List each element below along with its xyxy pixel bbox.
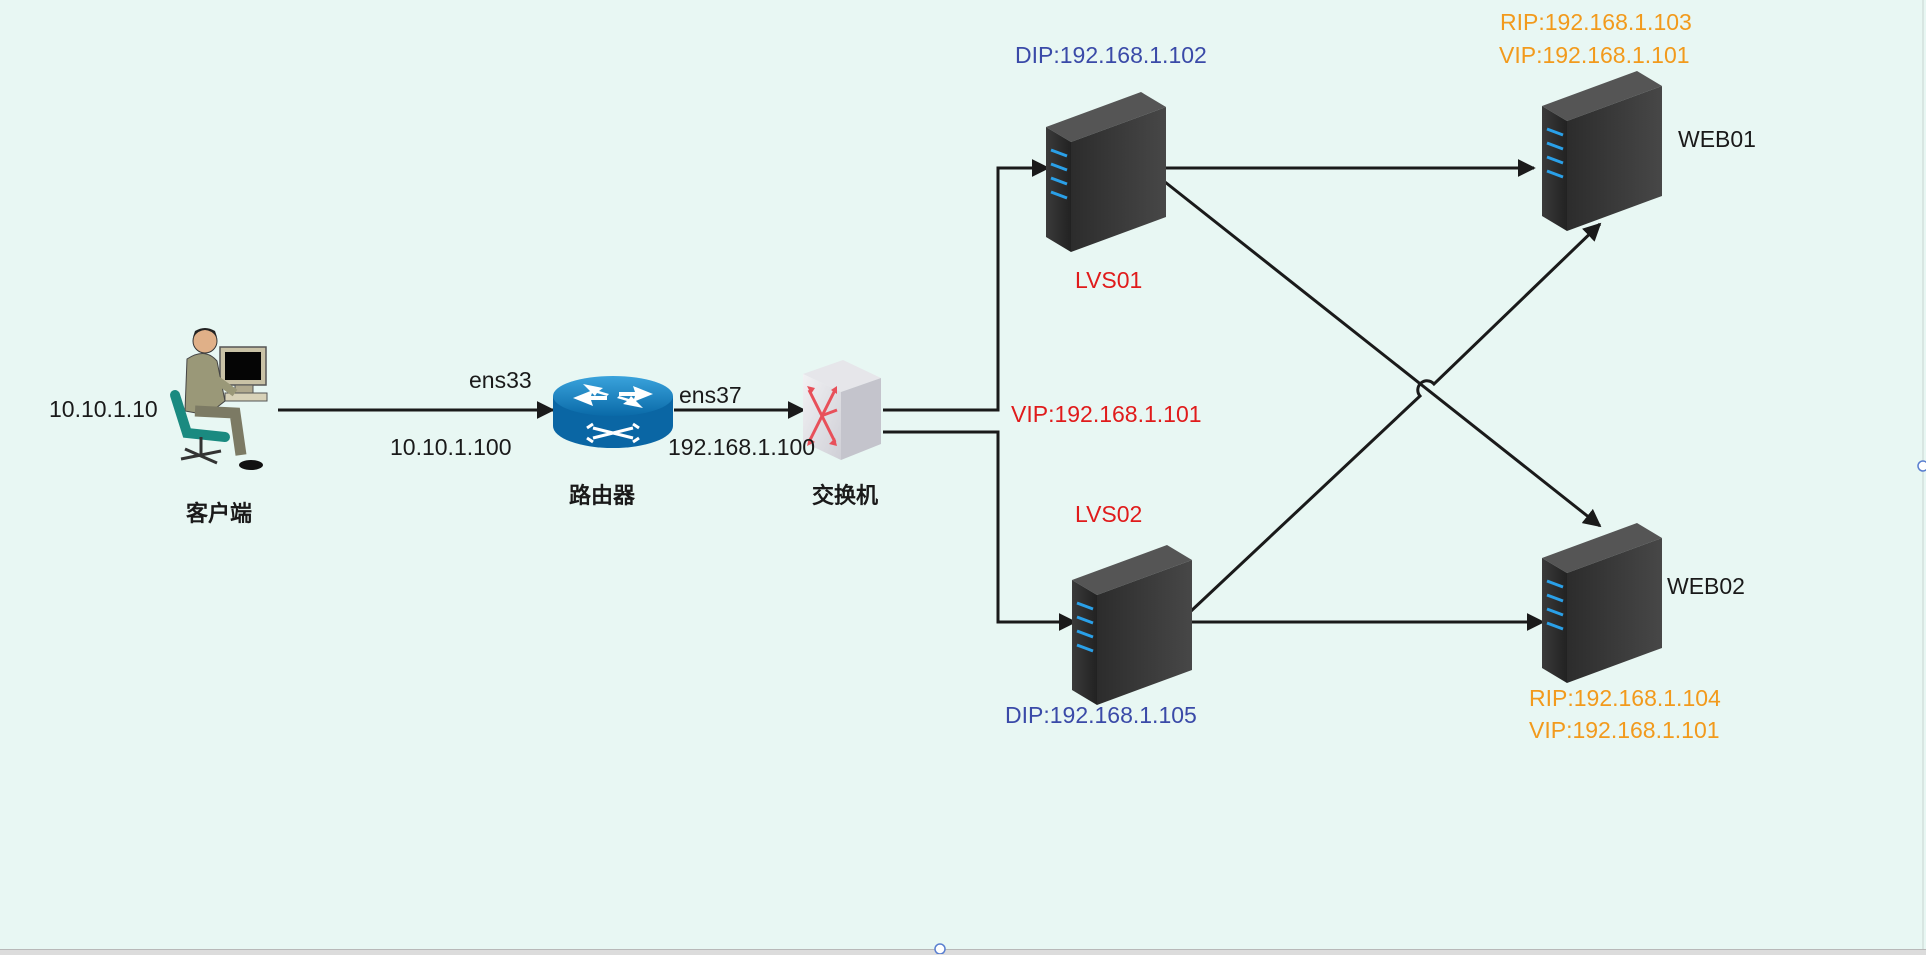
client-user-icon [170,328,268,470]
lvs01-name: LVS01 [1075,267,1143,293]
bottom-resize-handle[interactable] [930,940,950,954]
lvs01-dip: DIP:192.168.1.102 [1015,42,1207,68]
virtual-ip: VIP:192.168.1.101 [1011,401,1202,427]
web02-vip: VIP:192.168.1.101 [1529,717,1720,743]
web01-vip: VIP:192.168.1.101 [1499,42,1690,68]
web01-server-icon [1540,69,1664,233]
switch-icon [803,360,881,460]
web02-rip: RIP:192.168.1.104 [1529,685,1721,711]
web01-name: WEB01 [1678,126,1756,152]
web01-rip: RIP:192.168.1.103 [1500,9,1692,35]
bottom-ruler [0,949,1926,955]
link-switch-lvs02 [883,430,1077,631]
router-ip-out: 192.168.1.100 [668,434,816,460]
router-icon [553,376,673,448]
lvs02-dip: DIP:192.168.1.105 [1005,702,1197,728]
lvs02-name: LVS02 [1075,501,1143,527]
web02-server-icon [1540,521,1664,685]
switch-label: 交换机 [812,484,879,509]
router-iface-in: ens33 [469,367,532,393]
router-iface-out: ens37 [679,382,742,408]
link-lvs01-web02 [1164,180,1602,528]
connection-lines [278,159,1602,631]
client-label: 客户端 [186,502,253,527]
lvs01-server-icon [1044,90,1168,254]
link-lvs02-web01 [1188,222,1602,614]
link-switch-lvs01 [883,159,1050,412]
right-resize-handle[interactable] [1917,460,1926,472]
web02-name: WEB02 [1667,573,1745,599]
client-ip: 10.10.1.10 [49,396,158,422]
lvs02-server-icon [1070,543,1194,707]
router-ip-in: 10.10.1.100 [390,434,512,460]
router-label: 路由器 [569,484,636,509]
